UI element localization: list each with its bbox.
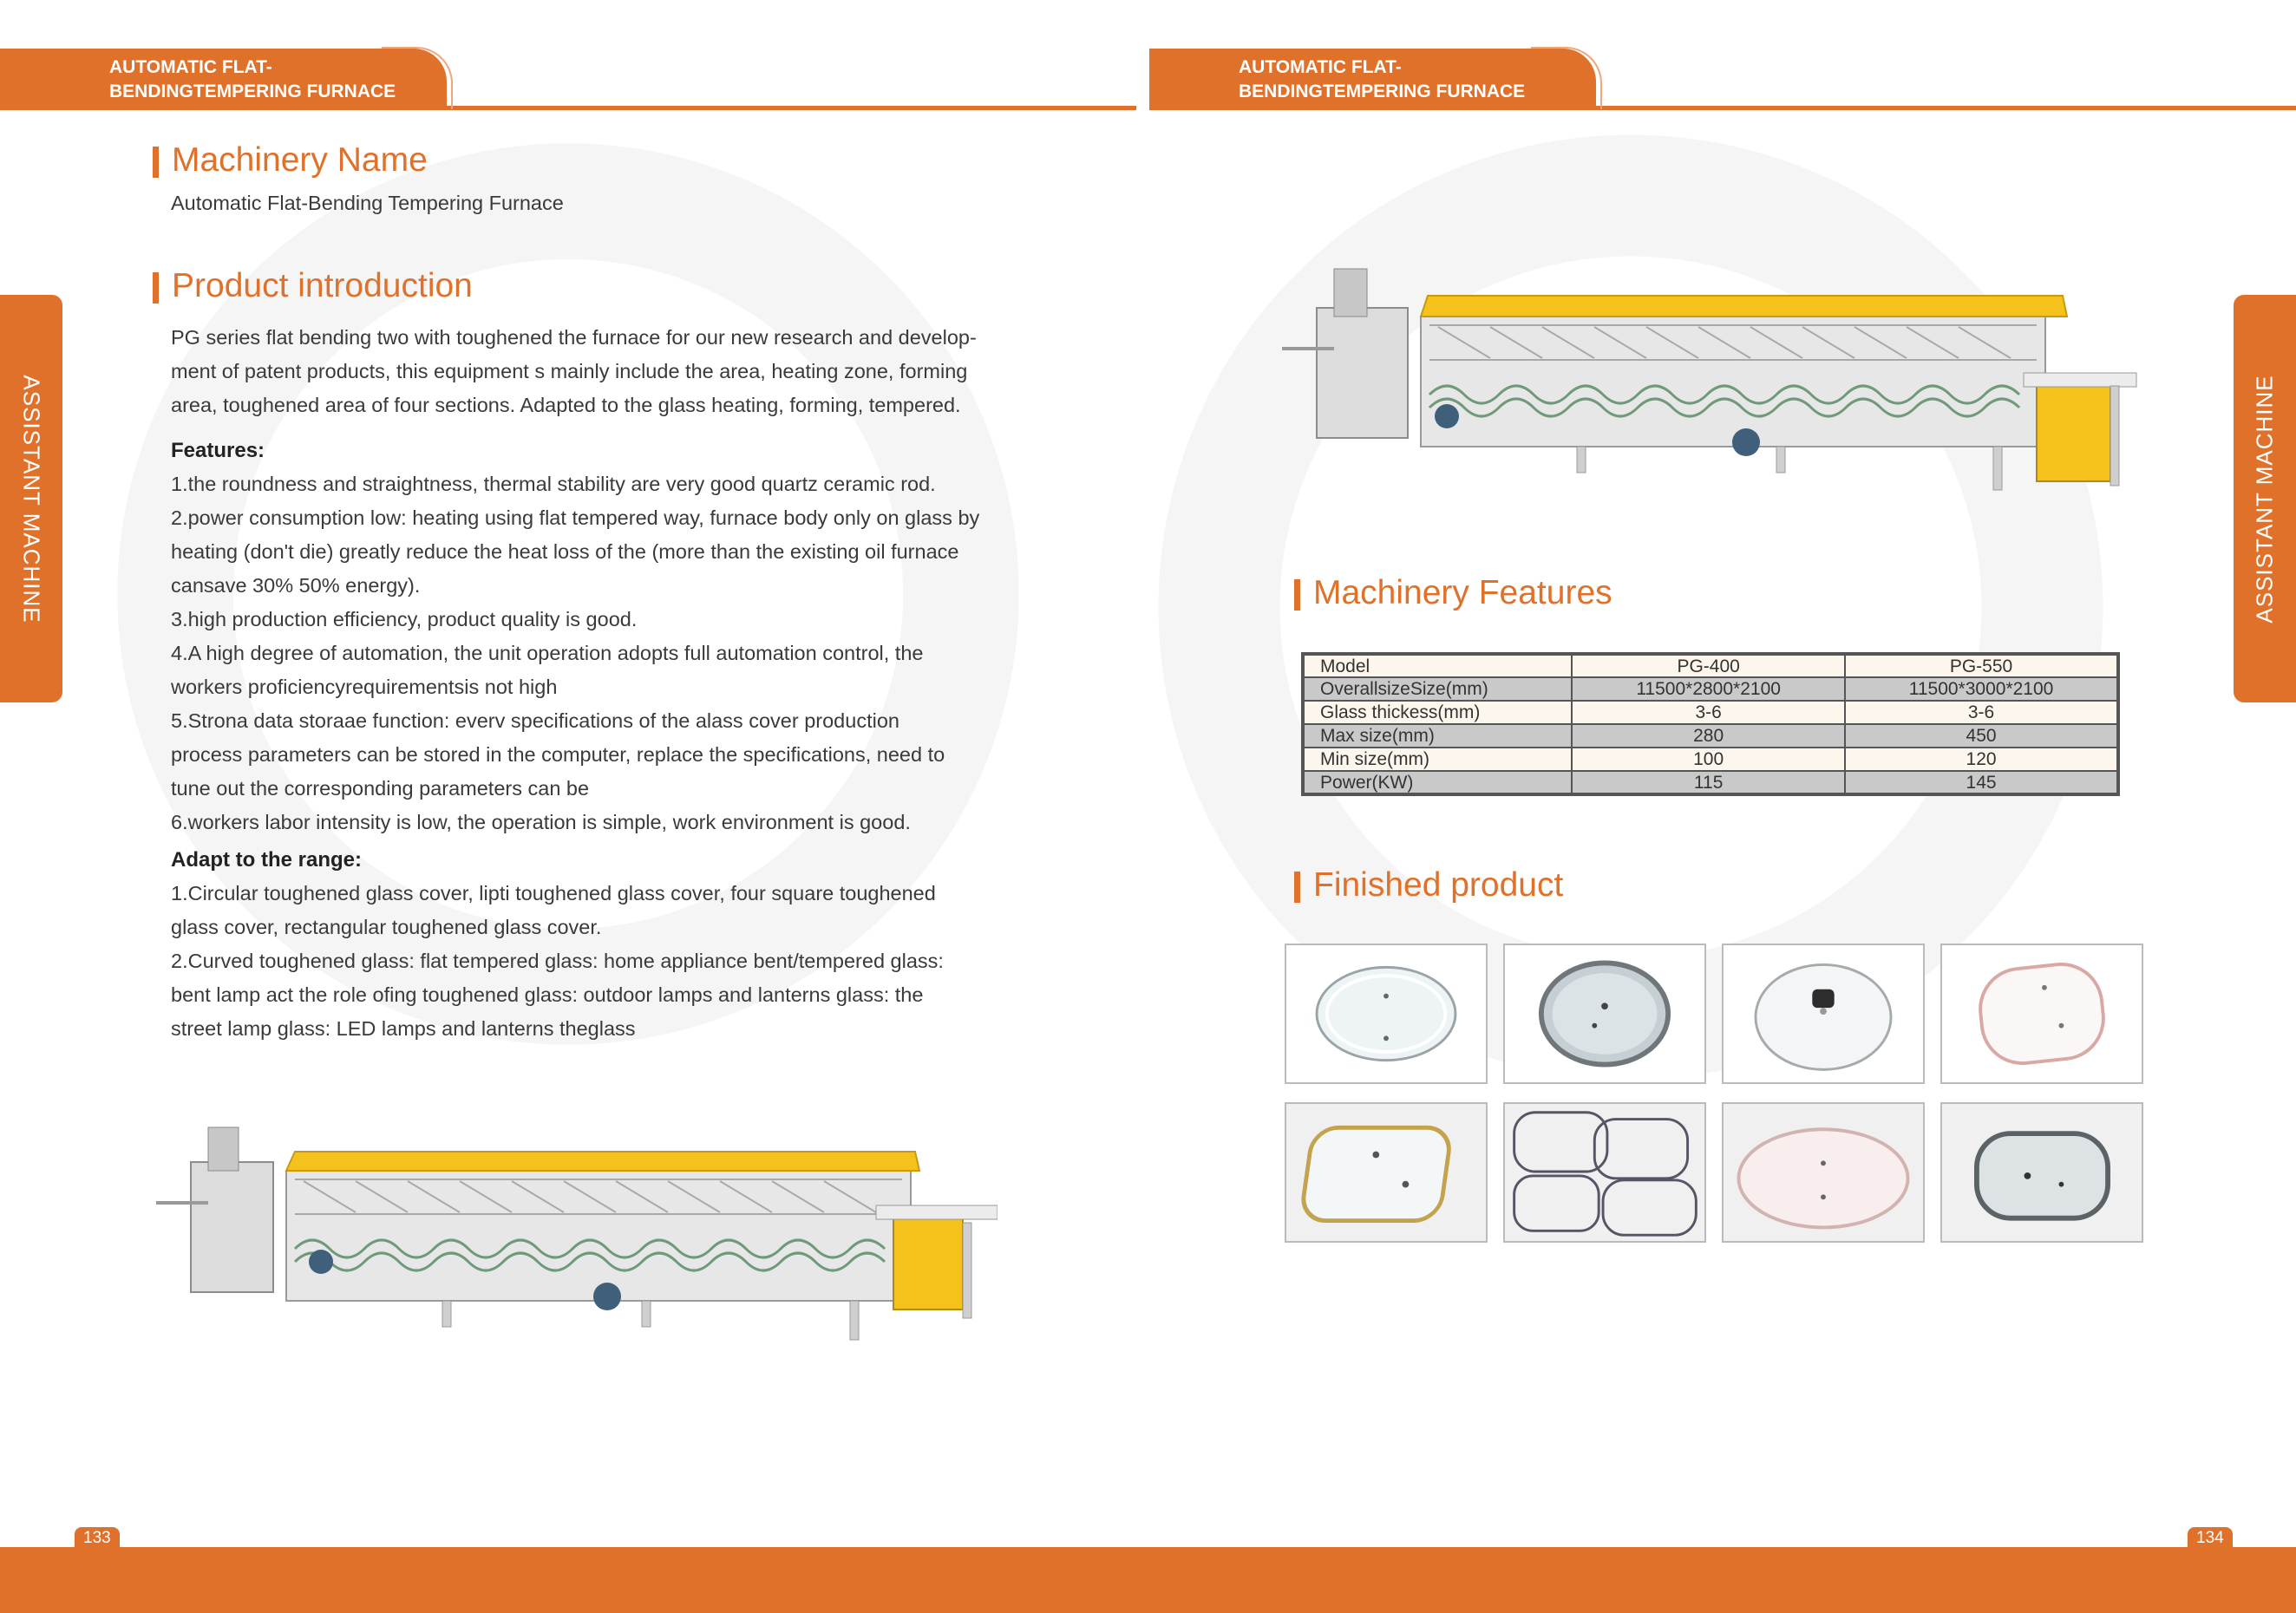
table-cell: PG-400 [1571, 653, 1847, 678]
header-tab-outline-right [1531, 47, 1602, 109]
features-line: 4.A high degree of automation, the unit … [171, 642, 924, 664]
footer-bar [0, 1547, 2296, 1613]
product-thumbnail [1503, 944, 1706, 1084]
rounded-square-lid-icon [1979, 963, 2105, 1065]
side-tab-label: ASSISTANT MACHINE [2251, 374, 2278, 624]
background-watermark-right [1154, 130, 2108, 1084]
features-line: 3.high production efficiency, product qu… [171, 608, 638, 630]
header-title-line2: BENDINGTEMPERING FURNACE [1239, 82, 1526, 101]
furnace-illustration [156, 1126, 998, 1341]
features-line: tune out the corresponding parameters ca… [171, 777, 590, 800]
features-line: heating (don't die) greatly reduce the h… [171, 540, 959, 563]
product-thumbnail [1285, 944, 1488, 1084]
intro-line: ment of patent products, this equipment … [171, 360, 968, 382]
features-line: 2.power consumption low: heating using f… [171, 506, 980, 529]
knob-glass-lid-icon [1754, 963, 1893, 1071]
features-line: 1.the roundness and straightness, therma… [171, 473, 936, 495]
header-rule-left [0, 106, 1136, 110]
features-line: 6.workers labor intensity is low, the op… [171, 811, 911, 833]
header-title-line1: AUTOMATIC FLAT- [109, 57, 272, 77]
table-cell: 145 [1844, 770, 2119, 795]
features-line: 5.Strona data storaae function: everv sp… [171, 709, 899, 732]
table-cell: Glass thickess(mm) [1301, 700, 1573, 725]
header-tab-right: AUTOMATIC FLAT- BENDINGTEMPERING FURNACE [1149, 49, 1596, 109]
furnace-illustration [1282, 268, 2137, 491]
header-title-line2: BENDINGTEMPERING FURNACE [109, 82, 396, 101]
product-intro-title: Product introduction [153, 267, 473, 305]
round-steel-rim-lid-icon [1538, 960, 1671, 1068]
header-tab-outline-left [382, 47, 453, 109]
square-gold-rim-lid-icon [1301, 1125, 1451, 1224]
product-thumbnail [1940, 944, 2143, 1084]
range-line: bent lamp act the role ofing toughened g… [171, 983, 924, 1006]
side-tab-right: ASSISTANT MACHINE [2234, 295, 2296, 702]
table-cell: Max size(mm) [1301, 723, 1573, 748]
table-cell: PG-550 [1844, 653, 2119, 678]
side-tab-label: ASSISTANT MACHINE [18, 374, 45, 624]
table-cell: 450 [1844, 723, 2119, 748]
header-tab-left: AUTOMATIC FLAT- BENDINGTEMPERING FURNACE [0, 49, 447, 109]
table-cell: Min size(mm) [1301, 747, 1573, 772]
table-cell: 100 [1571, 747, 1847, 772]
features-line: workers proficiencyrequirementsis not hi… [171, 676, 558, 698]
round-glass-lid-icon [1315, 965, 1457, 1062]
background-watermark-left [113, 139, 1024, 1049]
range-line: 1.Circular toughened glass cover, lipti … [171, 882, 936, 904]
stacked-lids-icon [1513, 1111, 1697, 1237]
product-thumbnail [1940, 1102, 2143, 1243]
product-thumbnail [1503, 1102, 1706, 1243]
intro-line: area, toughened area of four sections. A… [171, 394, 961, 416]
machinery-name-title: Machinery Name [153, 141, 428, 180]
range-line: 2.Curved toughened glass: flat tempered … [171, 950, 944, 972]
table-cell: 11500*2800*2100 [1571, 676, 1847, 702]
product-thumbnail [1285, 1102, 1488, 1243]
range-line: glass cover, rectangular toughened glass… [171, 916, 602, 938]
table-cell: 120 [1844, 747, 2119, 772]
intro-line: PG series flat bending two with toughene… [171, 326, 977, 349]
features-line: process parameters can be stored in the … [171, 743, 945, 766]
table-cell: Power(KW) [1301, 770, 1573, 795]
oval-glass-lid-icon [1737, 1127, 1910, 1230]
table-cell: 3-6 [1571, 700, 1847, 725]
table-cell: 115 [1571, 770, 1847, 795]
square-steel-rim-lid-icon [1973, 1131, 2110, 1221]
table-cell: 11500*3000*2100 [1844, 676, 2119, 702]
header-rule-right [1149, 106, 2296, 110]
table-cell: 3-6 [1844, 700, 2119, 725]
table-cell: OverallsizeSize(mm) [1301, 676, 1573, 702]
table-cell: Model [1301, 653, 1573, 678]
page-number-right: 134 [2188, 1527, 2233, 1549]
header-title-line1: AUTOMATIC FLAT- [1239, 57, 1402, 77]
range-heading: Adapt to the range: [171, 848, 362, 872]
features-heading: Features: [171, 439, 265, 462]
product-thumbnail [1722, 1102, 1925, 1243]
page-number-left: 133 [75, 1527, 120, 1549]
furnace-machine-image-bottom [156, 1126, 998, 1341]
range-line: street lamp glass: LED lamps and lantern… [171, 1017, 636, 1040]
machinery-name-value: Automatic Flat-Bending Tempering Furnace [171, 192, 564, 214]
furnace-machine-image-top [1282, 268, 2137, 491]
table-cell: 280 [1571, 723, 1847, 748]
product-thumbnail [1722, 944, 1925, 1084]
machinery-features-title: Machinery Features [1294, 574, 1612, 612]
side-tab-left: ASSISTANT MACHINE [0, 295, 62, 702]
finished-product-title: Finished product [1294, 866, 1563, 904]
features-line: cansave 30% 50% energy). [171, 574, 421, 597]
